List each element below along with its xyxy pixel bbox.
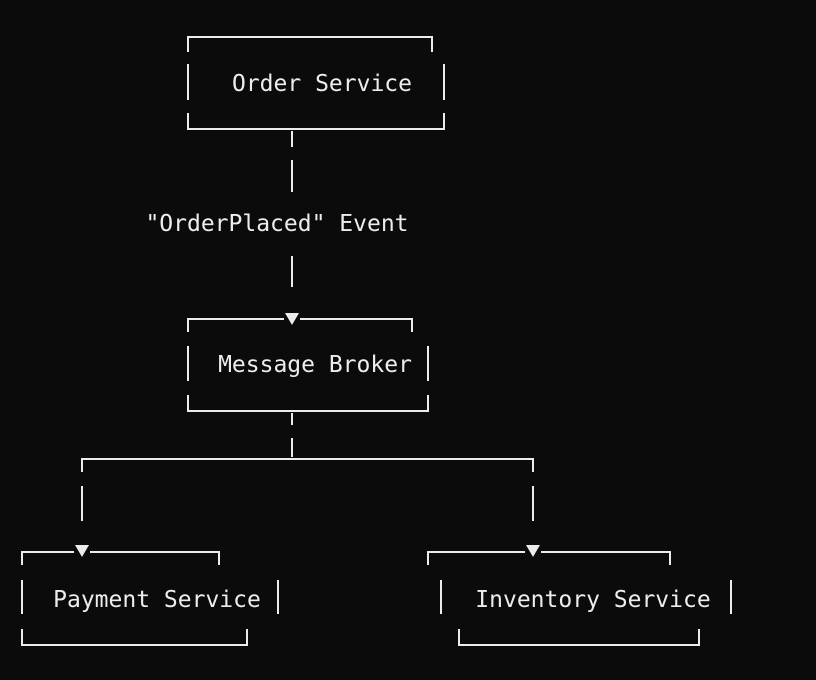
event-label: "OrderPlaced" Event [145,211,408,237]
fanout-connector [75,413,540,557]
arrowhead-down-icon [285,313,299,325]
payment-service-label: Payment Service [53,587,261,613]
order-service-label: Order Service [232,71,412,97]
message-broker-label: Message Broker [218,352,412,378]
inventory-service-label: Inventory Service [475,587,710,613]
arrowhead-down-icon [75,545,89,557]
arrowhead-down-icon [526,545,540,557]
message-broker-box: Message Broker [187,318,429,412]
event-connector: "OrderPlaced" Event [145,131,409,325]
inventory-service-box: Inventory Service [427,551,732,646]
order-service-box: Order Service [187,36,445,130]
payment-service-box: Payment Service [21,551,279,646]
